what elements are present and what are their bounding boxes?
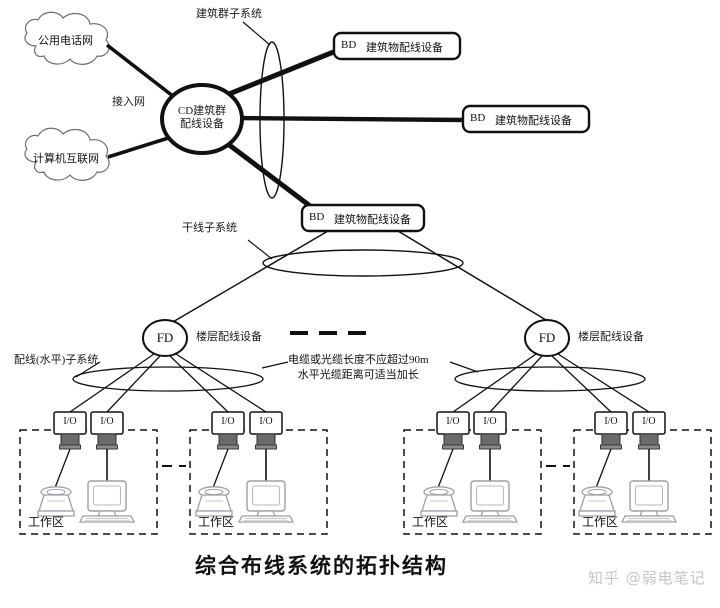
- outlet-label-1a: I/O: [63, 416, 77, 427]
- node-bd-main-shape[interactable]: [300, 203, 426, 233]
- campus-subsystem-ellipse: [259, 41, 285, 199]
- outlet-label-4a: I/O: [604, 416, 618, 427]
- node-bd-mid-shape[interactable]: [461, 104, 591, 134]
- link-internet-cd: [107, 133, 179, 159]
- cloud-pstn: [24, 11, 110, 65]
- link-fdright-io3: [551, 355, 612, 413]
- campus-subsystem-label: 建筑群子系统: [196, 8, 262, 20]
- link-fdleft-io4: [175, 353, 267, 413]
- link-cd-bd-top: [223, 48, 337, 99]
- horizontal-subsystem-leader: [75, 361, 101, 378]
- access-network-label: 接入网: [112, 96, 145, 108]
- node-fd-left-code: FD: [156, 330, 174, 345]
- cable-length-line2: 水平光缆距离可适当加长: [297, 368, 419, 381]
- node-cd-line2: 配线设备: [180, 117, 224, 130]
- node-cd-label: CD建筑群 配线设备: [167, 105, 237, 130]
- node-bd-mid-code: BD: [470, 112, 486, 124]
- telephone-4[interactable]: [578, 486, 616, 517]
- link-fdleft-io1: [69, 353, 155, 413]
- horizontal-subsystem-ellipse-right: [454, 366, 646, 392]
- node-fd-right-shape[interactable]: [524, 319, 570, 357]
- cable-note-leader-left: [261, 361, 289, 369]
- drop-3a: [435, 448, 454, 494]
- outlet-label-4b: I/O: [642, 416, 656, 427]
- cloud-label-pstn: 公用电话网: [38, 35, 93, 47]
- computer-4[interactable]: [621, 480, 677, 523]
- link-cd-bd-mid: [231, 115, 467, 123]
- computer-3[interactable]: [462, 480, 518, 523]
- drop-4a: [593, 448, 612, 494]
- outlet-label-2b: I/O: [259, 416, 273, 427]
- cable-note-leader-right: [449, 361, 479, 373]
- cable-length-annotation: 电缆或光缆长度不应超过90m 水平光缆距离可适当加长: [288, 353, 429, 383]
- node-cd-line1: CD建筑群: [177, 105, 227, 117]
- node-fd-left-label: 楼层配线设备: [196, 331, 262, 343]
- link-cd-bd-main: [222, 139, 320, 214]
- horizontal-subsystem-ellipse-left: [72, 366, 264, 392]
- computer-1[interactable]: [79, 480, 135, 523]
- link-bdmain-fdright: [397, 230, 557, 327]
- cable-length-line1: 电缆或光缆长度不应超过90m: [288, 354, 429, 366]
- node-bd-main-code: BD: [309, 211, 325, 223]
- link-fdright-io2: [489, 355, 543, 413]
- node-fd-right-label: 楼层配线设备: [578, 331, 644, 343]
- backbone-subsystem-leader: [247, 239, 273, 260]
- link-fdleft-io2: [106, 355, 161, 413]
- node-fd-right-code: FD: [538, 330, 556, 345]
- work-area-label-2: 工作区: [198, 515, 235, 529]
- link-fdright-io4: [557, 353, 650, 413]
- outlet-label-3b: I/O: [483, 416, 497, 427]
- work-area-label-3: 工作区: [412, 515, 449, 529]
- backbone-subsystem-label: 干线子系统: [182, 222, 237, 234]
- work-area-label-1: 工作区: [28, 515, 65, 529]
- node-bd-main-label: 建筑物配线设备: [334, 214, 411, 226]
- node-cd-shape[interactable]: [160, 83, 244, 155]
- watermark: 知乎 @弱电笔记: [588, 569, 706, 587]
- backbone-subsystem-ellipse: [262, 249, 464, 277]
- node-fd-left-shape[interactable]: [142, 319, 188, 357]
- link-bdmain-fdleft: [165, 230, 329, 327]
- cloud-label-internet: 计算机互联网: [33, 153, 99, 165]
- cloud-internet: [24, 127, 110, 181]
- telephone-2[interactable]: [195, 486, 233, 517]
- figure-title: 综合布线系统的拓扑结构: [195, 554, 448, 578]
- work-area-label-4: 工作区: [582, 515, 619, 529]
- campus-subsystem-leader: [242, 21, 271, 46]
- node-bd-top-shape[interactable]: [332, 31, 462, 61]
- node-bd-mid-label: 建筑物配线设备: [495, 115, 572, 127]
- link-fdleft-io3: [169, 355, 229, 413]
- outlet-label-2a: I/O: [221, 416, 235, 427]
- telephone-3[interactable]: [420, 486, 458, 517]
- horizontal-subsystem-label: 配线(水平)子系统: [14, 354, 99, 366]
- computer-2[interactable]: [238, 480, 294, 523]
- link-pstn-cd: [105, 43, 180, 102]
- drop-2a: [210, 448, 229, 494]
- outlet-label-1b: I/O: [100, 416, 114, 427]
- link-fdright-io1: [452, 353, 537, 413]
- drop-1a: [52, 448, 71, 494]
- node-bd-top-label: 建筑物配线设备: [366, 42, 443, 54]
- telephone-1[interactable]: [37, 486, 75, 517]
- outlet-label-3a: I/O: [446, 416, 460, 427]
- node-bd-top-code: BD: [341, 39, 357, 51]
